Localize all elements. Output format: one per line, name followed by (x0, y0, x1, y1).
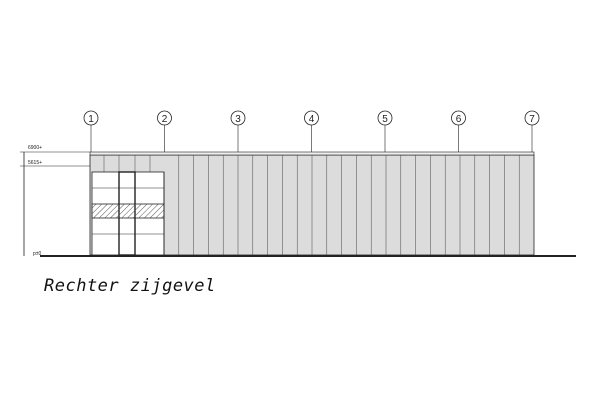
grid-axis-5: 5 (377, 110, 393, 152)
grid-axis-6: 6 (451, 110, 466, 152)
grid-axis-label: 4 (309, 114, 315, 125)
grid-axis-7: 7 (524, 110, 540, 152)
grid-axes: 1 2 3 4 5 6 7 (83, 110, 540, 152)
level-label-mid: 5615+ (28, 160, 42, 166)
grid-axis-bubble (451, 110, 466, 126)
grid-axis-label: 1 (88, 114, 94, 125)
grid-axis-1: 1 (83, 110, 99, 152)
level-label-top: 6900+ (28, 145, 42, 151)
grid-axis-bubble (230, 110, 246, 126)
hatched-band (91, 203, 165, 219)
level-label-ground: p±0 (33, 251, 42, 257)
level-markers: 6900+ 5615+ p±0 (20, 145, 90, 257)
grid-axis-label: 6 (456, 114, 462, 125)
grid-axis-label: 3 (235, 114, 241, 125)
curtain-wall (91, 171, 165, 256)
grid-axis-label: 2 (162, 114, 168, 125)
grid-axis-3: 3 (230, 110, 246, 152)
grid-axis-bubble (304, 110, 319, 126)
grid-axis-bubble (83, 110, 99, 126)
grid-axis-bubble (524, 110, 540, 126)
grid-axis-2: 2 (157, 110, 172, 152)
cladding-seams (103, 155, 520, 255)
grid-axis-label: 7 (529, 114, 535, 125)
building-facade (89, 151, 535, 256)
drawing-title: Rechter zijgevel (44, 276, 216, 296)
grid-axis-bubble (157, 110, 172, 126)
grid-axis-bubble (377, 110, 393, 126)
roof-edge (89, 151, 535, 156)
grid-axis-label: 5 (382, 114, 388, 125)
grid-axis-4: 4 (304, 110, 319, 152)
